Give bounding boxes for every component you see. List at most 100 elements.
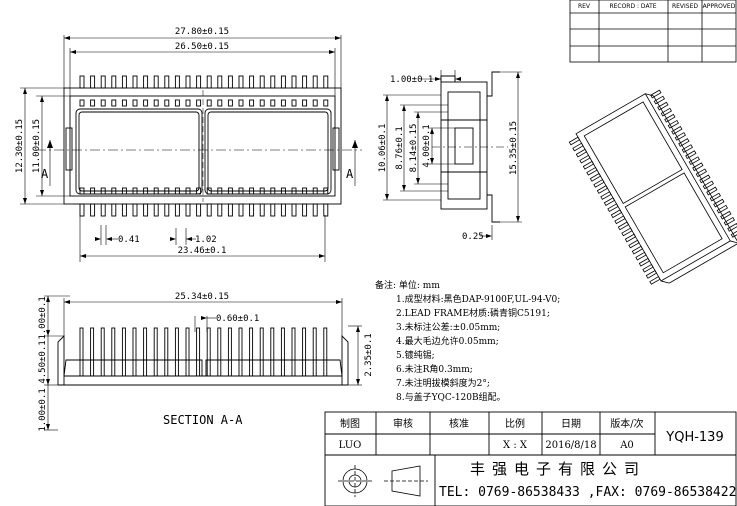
pin-lower [312,203,318,217]
dim-lead-top: 1.00±0.1 [390,75,433,85]
pin-upper [206,75,212,89]
tb-drawer: LUO [339,440,362,451]
iso-pin-top [695,168,707,178]
pin-lower-inner [174,187,180,195]
iso-pin-top [730,229,737,238]
iso-pin-bottom [586,166,598,176]
pin-lower-inner [111,187,117,195]
note-6: 6.未注R角0.3mm; [396,363,473,375]
pin-upper-inner [174,99,180,107]
pin-lower [196,203,202,217]
pin-upper [249,75,255,89]
iso-pin-bottom [607,203,619,213]
section-mark-left: A [41,167,49,181]
top-view [36,75,362,217]
side-view [432,71,508,223]
pin-lower-inner [185,187,191,195]
section-pin [111,327,116,377]
iso-pin-top [657,101,669,111]
rev-header: REV [578,3,591,10]
pin-lower-inner [291,187,297,195]
tb-header-date: 日期 [561,418,581,430]
iso-pin-bottom [603,197,616,206]
company-name: 丰强电子有限公司 [470,460,646,478]
section-pin [291,327,296,377]
pin-upper [227,75,233,89]
note-7: 7.未注明拔模斜度为2°; [396,377,490,389]
pin-lower [259,203,265,217]
pin-lower [143,203,149,217]
pin-upper [79,75,85,89]
pin-lower [121,203,127,217]
iso-pin-bottom [638,257,651,267]
section-pin [79,327,84,377]
tb-header-approve: 核准 [449,417,469,430]
iso-pin-top [723,216,735,226]
dim-section-height: 4.50±0.1 [38,340,48,383]
pin-upper [174,75,180,89]
section-pin [312,327,317,377]
pin-upper-inner [90,99,96,107]
revised-header: REVISED [672,3,698,10]
section-view [57,327,349,386]
section-dimensions [44,295,362,431]
pin-lower [185,203,191,217]
pin-upper-inner [312,99,318,107]
tb-header-version: 版本/次 [610,417,643,430]
pin-lower [217,203,223,217]
iso-pin-bottom [575,148,588,158]
section-pin [174,327,179,377]
pin-lower-inner [121,187,127,195]
dim-pin-width: 0.41 [118,235,140,245]
drawing-number: YQH-139 [665,430,723,445]
tb-header-scale: 比例 [505,417,525,430]
iso-pin-top [709,192,721,202]
iso-pin-bottom [582,160,595,170]
pin-lower-inner [270,187,276,195]
dim-pin-pitch: 1.02 [195,235,217,245]
iso-pin-bottom [628,239,640,249]
iso-pin-top [653,95,665,105]
pin-lower-inner [79,187,85,195]
pin-upper-inner [249,99,255,107]
pin-upper-inner [100,99,106,107]
iso-pin-bottom [617,221,630,231]
pin-upper [153,75,159,89]
pin-upper [90,75,96,89]
iso-pin-bottom [624,233,637,243]
pin-lower-inner [196,187,202,195]
iso-pin-top [727,223,737,232]
pin-upper-inner [302,99,308,107]
tb-version: A0 [619,440,634,451]
pin-upper-inner [227,99,233,107]
iso-pin-top [681,144,693,153]
pin-upper-inner [217,99,223,107]
pin-lower [323,203,329,217]
iso-pin-top [706,186,718,196]
note-5: 5.镀纯锡; [396,349,435,361]
dim-body-height: 11.00±0.15 [32,119,42,173]
iso-pin-bottom [645,270,658,279]
pin-lower-inner [143,187,149,195]
record-date-header: RECORD : DATE [609,3,656,10]
iso-pin-bottom [589,173,602,182]
section-pin [249,327,254,377]
pin-upper [164,75,170,89]
section-pin [206,327,211,377]
section-pin [217,327,222,377]
pin-upper-inner [238,99,244,107]
iso-pin-top [650,89,662,99]
iso-pin-bottom [642,263,654,273]
pin-lower-inner [249,187,255,195]
revision-table [569,0,737,63]
pin-lower [270,203,276,217]
pin-lower [153,203,159,217]
pin-upper [238,75,244,89]
dim-section-right: 2.35±0.1 [364,333,374,376]
dim-side-h3: 8.14±0.15 [409,124,419,173]
iso-pin-bottom [572,142,584,152]
iso-pin-top [688,156,700,166]
iso-pin-bottom [614,215,626,225]
section-pin [121,327,126,377]
